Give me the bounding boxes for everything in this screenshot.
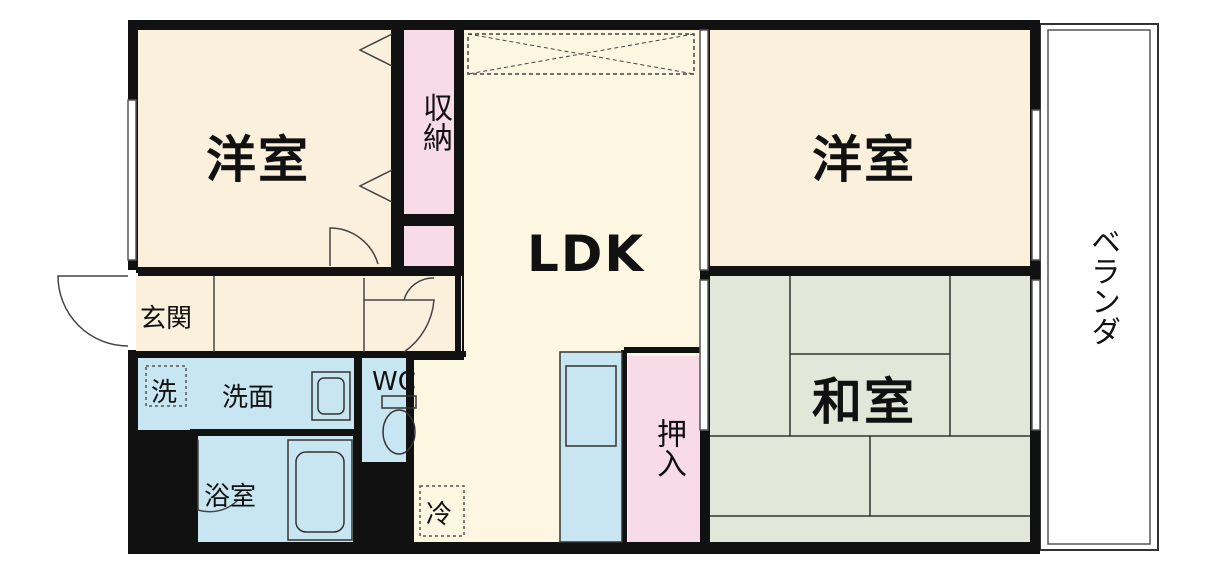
western-room-right-floor (710, 30, 1030, 266)
washing-machine-label: 洗 (151, 378, 178, 408)
japanese-room-label: 和室 (812, 373, 916, 431)
bathroom-floor (198, 436, 354, 542)
closet-floor (628, 356, 700, 542)
toilet-fixture (381, 395, 417, 409)
kitchen-counter (559, 351, 623, 543)
veranda-label: ベランダ (1085, 226, 1120, 346)
western-room-left-floor (138, 30, 394, 268)
bathtub (287, 439, 353, 541)
western-room-left-label: 洋室 (206, 131, 310, 189)
range-hood (467, 33, 695, 75)
entrance-floor (136, 276, 462, 352)
western-room-right-label: 洋室 (812, 131, 916, 189)
ldk-label: LDK (527, 225, 646, 283)
refrigerator-space (419, 485, 465, 537)
bathroom-label: 浴室 (204, 482, 257, 512)
storage-label: 収納 (417, 92, 452, 152)
storage-floor (404, 30, 454, 214)
refrigerator-label: 冷 (426, 500, 453, 530)
veranda-area (1039, 23, 1159, 551)
entrance-label: 玄関 (140, 304, 193, 334)
toilet-label: WC (372, 367, 416, 397)
sink (311, 371, 351, 421)
closet-label: 押入 (651, 418, 686, 478)
washroom-label: 洗面 (222, 383, 275, 413)
washing-machine-space (145, 365, 187, 407)
